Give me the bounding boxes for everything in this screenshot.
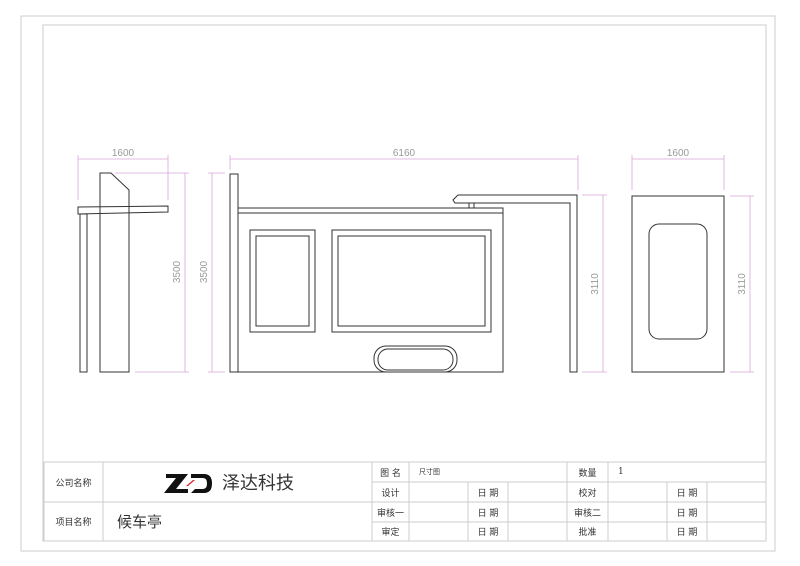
ratify-label: 批准 <box>578 528 597 538</box>
project-name: 候车亭 <box>117 513 163 531</box>
dim-back-height: 3110 <box>737 273 748 295</box>
outer-frame <box>20 15 776 552</box>
date-label: 日 期 <box>477 488 499 499</box>
dim-side-width: 1600 <box>112 148 135 159</box>
quantity-value: 1 <box>618 467 624 477</box>
date-label: 日 期 <box>477 508 499 519</box>
design-label: 设计 <box>381 488 400 499</box>
title-block-grid <box>43 461 767 542</box>
approve-label: 审定 <box>381 528 400 538</box>
review2-label: 审核二 <box>573 508 601 519</box>
company-name: 泽达科技 <box>222 473 294 494</box>
back-view <box>631 155 754 373</box>
review1-label: 审核一 <box>376 508 404 519</box>
side-view <box>77 155 189 373</box>
dim-side-height: 3500 <box>172 260 183 283</box>
dim-front-width: 6160 <box>393 148 416 159</box>
date-label: 日 期 <box>676 508 698 519</box>
date-label: 日 期 <box>676 528 698 538</box>
dim-back-width: 1600 <box>667 148 690 159</box>
company-logo <box>164 474 212 493</box>
check-label: 校对 <box>578 488 597 499</box>
quantity-label: 数量 <box>578 468 597 479</box>
front-view <box>208 155 607 373</box>
project-label: 项目名称 <box>55 518 92 528</box>
date-label: 日 期 <box>477 528 499 538</box>
drawing-name-label: 图 名 <box>380 468 401 479</box>
company-label: 公司名称 <box>55 478 92 489</box>
date-label: 日 期 <box>676 488 698 499</box>
dim-front-height-left: 3500 <box>199 260 210 283</box>
dim-front-height-right: 3110 <box>590 273 601 295</box>
drawing-name: 尺寸图 <box>419 468 440 476</box>
